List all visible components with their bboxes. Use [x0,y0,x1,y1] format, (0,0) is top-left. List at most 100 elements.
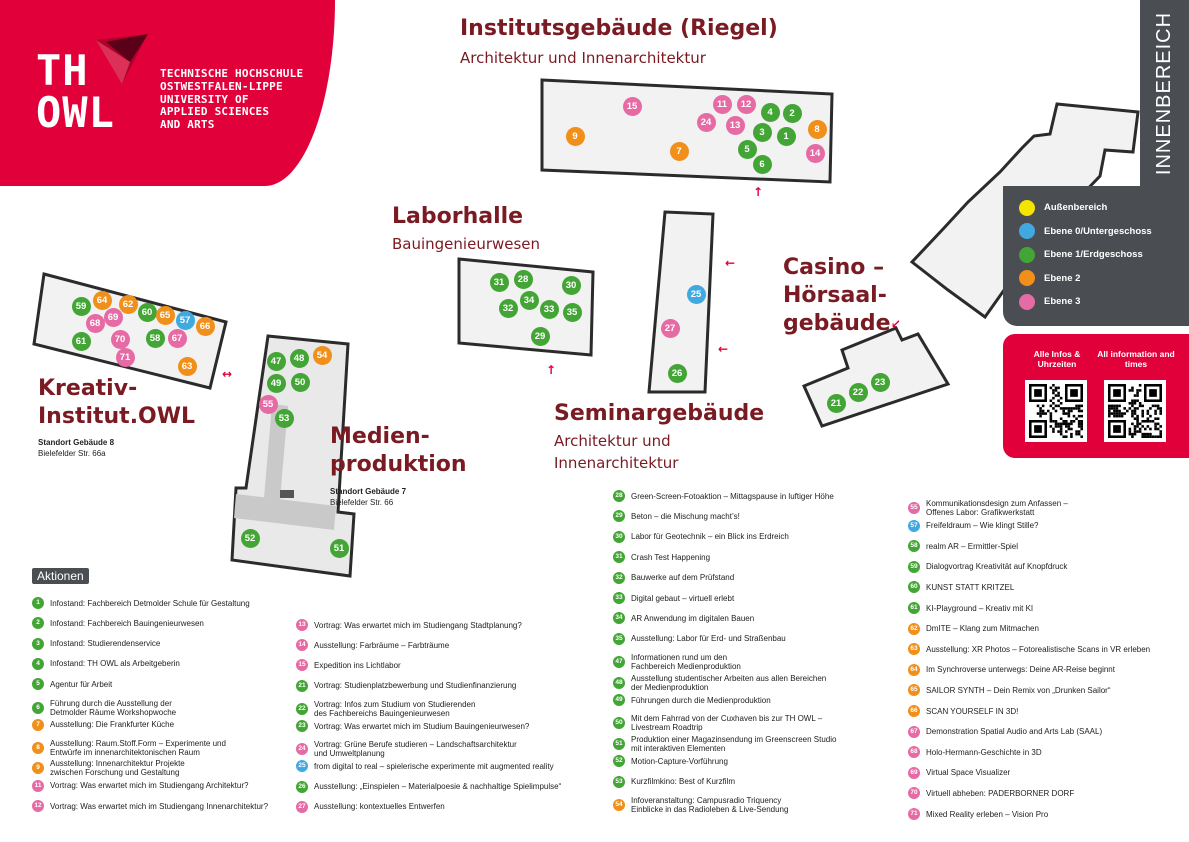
action-text: Mixed Reality erleben – Vision Pro [926,810,1048,819]
map-marker-8[interactable]: 8 [807,119,827,139]
map-marker-24[interactable]: 24 [696,112,716,132]
map-marker-64[interactable]: 64 [92,290,112,310]
level-legend: Außenbereich Ebene 0/Untergeschoss Ebene… [1003,186,1189,326]
map-marker-53[interactable]: 53 [274,408,294,428]
map-marker-12[interactable]: 12 [736,94,756,114]
map-marker-71[interactable]: 71 [115,347,135,367]
map-marker-9[interactable]: 9 [565,126,585,146]
legend-label: Ebene 1/Erdgeschoss [1044,249,1143,261]
legend-dot-icon [1019,223,1035,240]
action-text-line: Führungen durch die Medienproduktion [631,695,771,705]
map-marker-21[interactable]: 21 [826,393,846,413]
map-marker-69[interactable]: 69 [103,307,123,327]
map-marker-68[interactable]: 68 [85,313,105,333]
map-marker-28[interactable]: 28 [513,269,533,289]
map-marker-1[interactable]: 1 [776,126,796,146]
action-number-badge: 3 [32,637,44,650]
map-marker-33[interactable]: 33 [539,299,559,319]
entrance-arrow-icon: ↙ [891,317,902,331]
map-marker-6[interactable]: 6 [752,154,772,174]
action-text: Expedition ins Lichtlabor [314,661,401,670]
map-marker-26[interactable]: 26 [667,363,687,383]
action-text: Kommunikationsdesign zum Anfassen –Offen… [926,499,1068,517]
action-text: Infostand: Fachbereich Bauingenieurwesen [50,619,204,628]
map-marker-60[interactable]: 60 [137,302,157,322]
action-text: Mit dem Fahrrad von der Cuxhaven bis zur… [631,714,822,732]
map-marker-4[interactable]: 4 [760,102,780,122]
map-marker-61[interactable]: 61 [71,331,91,351]
action-text-line: Agentur für Arbeit [50,679,113,689]
map-marker-51[interactable]: 51 [329,538,349,558]
map-marker-52[interactable]: 52 [240,528,260,548]
map-marker-58[interactable]: 58 [145,328,165,348]
map-marker-15[interactable]: 15 [622,96,642,116]
building-kreativ-title: Institut.OWL [38,404,196,429]
map-marker-22[interactable]: 22 [848,382,868,402]
map-marker-34[interactable]: 34 [519,290,539,310]
map-marker-2[interactable]: 2 [782,103,802,123]
map-marker-11[interactable]: 11 [712,94,732,114]
action-text: Ausstellung: kontextuelles Entwerfen [314,802,445,811]
map-marker-14[interactable]: 14 [805,143,825,163]
map-marker-23[interactable]: 23 [870,372,890,392]
map-marker-67[interactable]: 67 [167,328,187,348]
map-marker-5[interactable]: 5 [737,139,757,159]
action-text-line: Green-Screen-Fotoaktion – Mittagspause i… [631,491,834,501]
action-text-line: Ausstellung: Farbräume – Farbträume [314,640,450,650]
building-kreativ-title: Kreativ- [38,376,138,401]
map-marker-31[interactable]: 31 [489,272,509,292]
map-marker-29[interactable]: 29 [530,326,550,346]
map-marker-32[interactable]: 32 [498,298,518,318]
qr-code-german[interactable] [1025,380,1087,442]
map-marker-7[interactable]: 7 [669,141,689,161]
action-text-line: Produktion einer Magazinsendung im Green… [631,734,837,744]
map-marker-57[interactable]: 57 [175,310,195,330]
logo-triangle-icon [96,34,148,84]
map-marker-65[interactable]: 65 [155,305,175,325]
map-marker-48[interactable]: 48 [289,348,309,368]
map-marker-13[interactable]: 13 [725,115,745,135]
action-text: SCAN YOURSELF IN 3D! [926,707,1018,716]
map-marker-27[interactable]: 27 [660,318,680,338]
action-number-badge: 70 [908,787,920,800]
map-marker-59[interactable]: 59 [71,296,91,316]
action-number-badge: 48 [613,676,625,689]
action-text-line: Kommunikationsdesign zum Anfassen – [926,499,1068,508]
map-marker-66[interactable]: 66 [195,316,215,336]
map-marker-62[interactable]: 62 [118,294,138,314]
qr-code-panel: Alle Infos & Uhrzeiten All information a… [1003,334,1189,458]
action-text-line: Ausstellung: Die Frankfurter Küche [50,720,175,730]
action-number-badge: 31 [613,551,625,564]
map-marker-63[interactable]: 63 [177,356,197,376]
action-text: Ausstellung: „Einspielen – Materialpoesi… [314,782,561,791]
action-number-badge: 59 [908,560,920,573]
map-marker-50[interactable]: 50 [290,372,310,392]
qr-code-english[interactable] [1104,380,1166,442]
map-marker-25[interactable]: 25 [686,284,706,304]
action-text-line: zwischen Forschung und Gestaltung [50,768,180,778]
legend-label: Außenbereich [1044,202,1108,214]
map-marker-3[interactable]: 3 [752,122,772,142]
action-text-line: Beton – die Mischung macht’s! [631,511,740,521]
building-kreativ-standort: Standort Gebäude 8 [38,438,114,448]
action-text-line: Infoveranstaltung: Campusradio Triquency [631,796,782,805]
map-marker-70[interactable]: 70 [110,329,130,349]
map-marker-49[interactable]: 49 [266,373,286,393]
map-marker-35[interactable]: 35 [562,302,582,322]
action-text: Infostand: Studierendenservice [50,639,160,648]
map-marker-30[interactable]: 30 [561,275,581,295]
action-text-line: Infostand: Studierendenservice [50,639,161,649]
map-marker-47[interactable]: 47 [266,351,286,371]
standort-label: Standort Gebäude 7 [330,487,407,496]
action-text: Vortrag: Was erwartet mich im Studiengan… [50,781,248,790]
map-marker-54[interactable]: 54 [312,345,332,365]
map-marker-55[interactable]: 55 [258,394,278,414]
